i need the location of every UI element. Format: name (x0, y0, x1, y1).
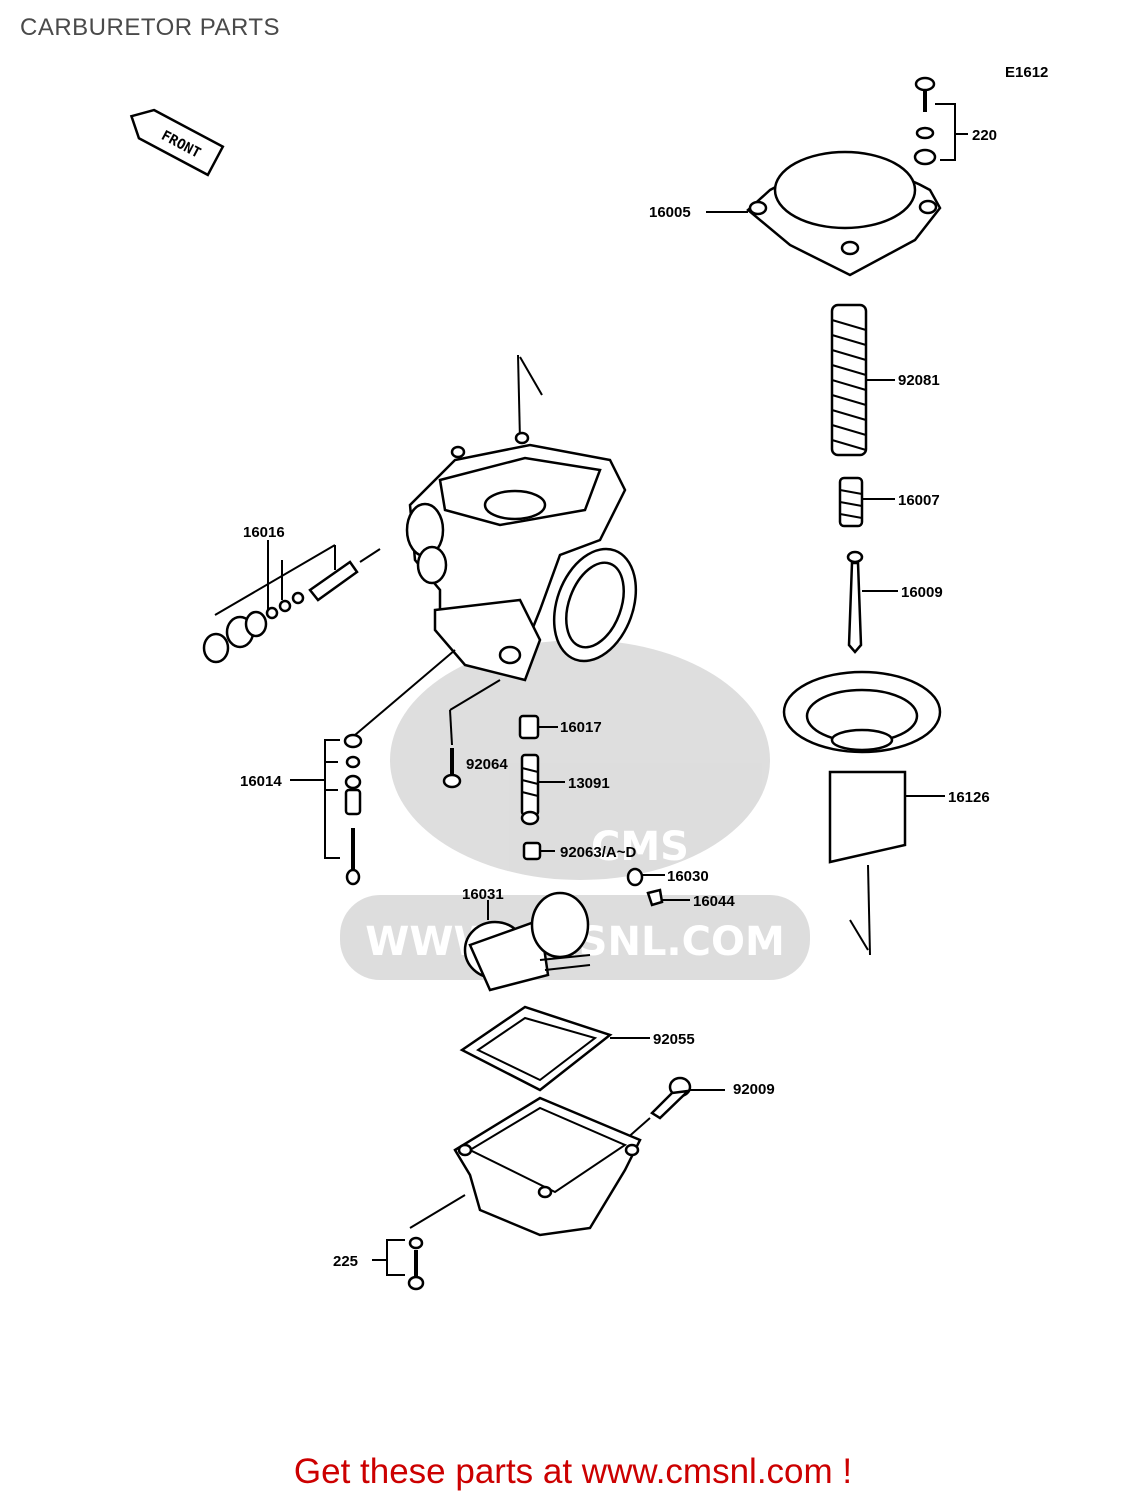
label-16009: 16009 (901, 584, 943, 601)
part-225-screws (372, 1236, 425, 1291)
label-16014: 16014 (240, 773, 282, 790)
watermark-logo-text: CMS (591, 824, 689, 870)
part-16030-16044-pin-clip (626, 867, 690, 907)
label-92055: 92055 (653, 1031, 695, 1048)
part-16126-vacuum-piston (782, 670, 945, 956)
part-16005-top-cover (706, 150, 942, 277)
part-16014-float-valve (290, 733, 363, 886)
label-16030: 16030 (667, 868, 709, 885)
label-16007: 16007 (898, 492, 940, 509)
label-13091: 13091 (568, 775, 610, 792)
label-16031: 16031 (462, 886, 504, 903)
label-16005: 16005 (649, 204, 691, 221)
front-arrow-icon: FRONT (129, 108, 225, 177)
part-16017-13091-jets (518, 714, 565, 861)
label-16126: 16126 (948, 789, 990, 806)
part-92055-gasket (459, 1005, 650, 1092)
part-16016-pilot-screw-set (202, 540, 381, 664)
label-16044: 16044 (693, 893, 735, 910)
part-float-bowl (409, 1096, 642, 1237)
part-92081-spring (830, 303, 895, 457)
part-92064-screw (442, 748, 462, 789)
part-220-screws (913, 76, 968, 166)
label-220: 220 (972, 127, 997, 144)
exploded-parts-diagram: WWW.CMSNL.COM CMS FRONT (129, 76, 997, 1291)
label-225: 225 (333, 1253, 358, 1270)
label-92064: 92064 (466, 756, 508, 773)
part-92009-drain-screw (624, 1076, 725, 1141)
label-16017: 16017 (560, 719, 602, 736)
diagram-code: E1612 (1005, 64, 1049, 81)
label-92081: 92081 (898, 372, 940, 389)
label-16016: 16016 (243, 524, 285, 541)
cta-link[interactable]: Get these parts at www.cmsnl.com ! (293, 1452, 853, 1491)
label-92063: 92063/A~D (560, 844, 636, 861)
page-title: CARBURETOR PARTS (20, 14, 281, 41)
label-92009: 92009 (733, 1081, 775, 1098)
part-16007-needle-holder (838, 476, 895, 528)
part-16009-jet-needle (846, 550, 898, 654)
carburetor-body (354, 354, 638, 746)
part-16031-float (463, 891, 591, 992)
